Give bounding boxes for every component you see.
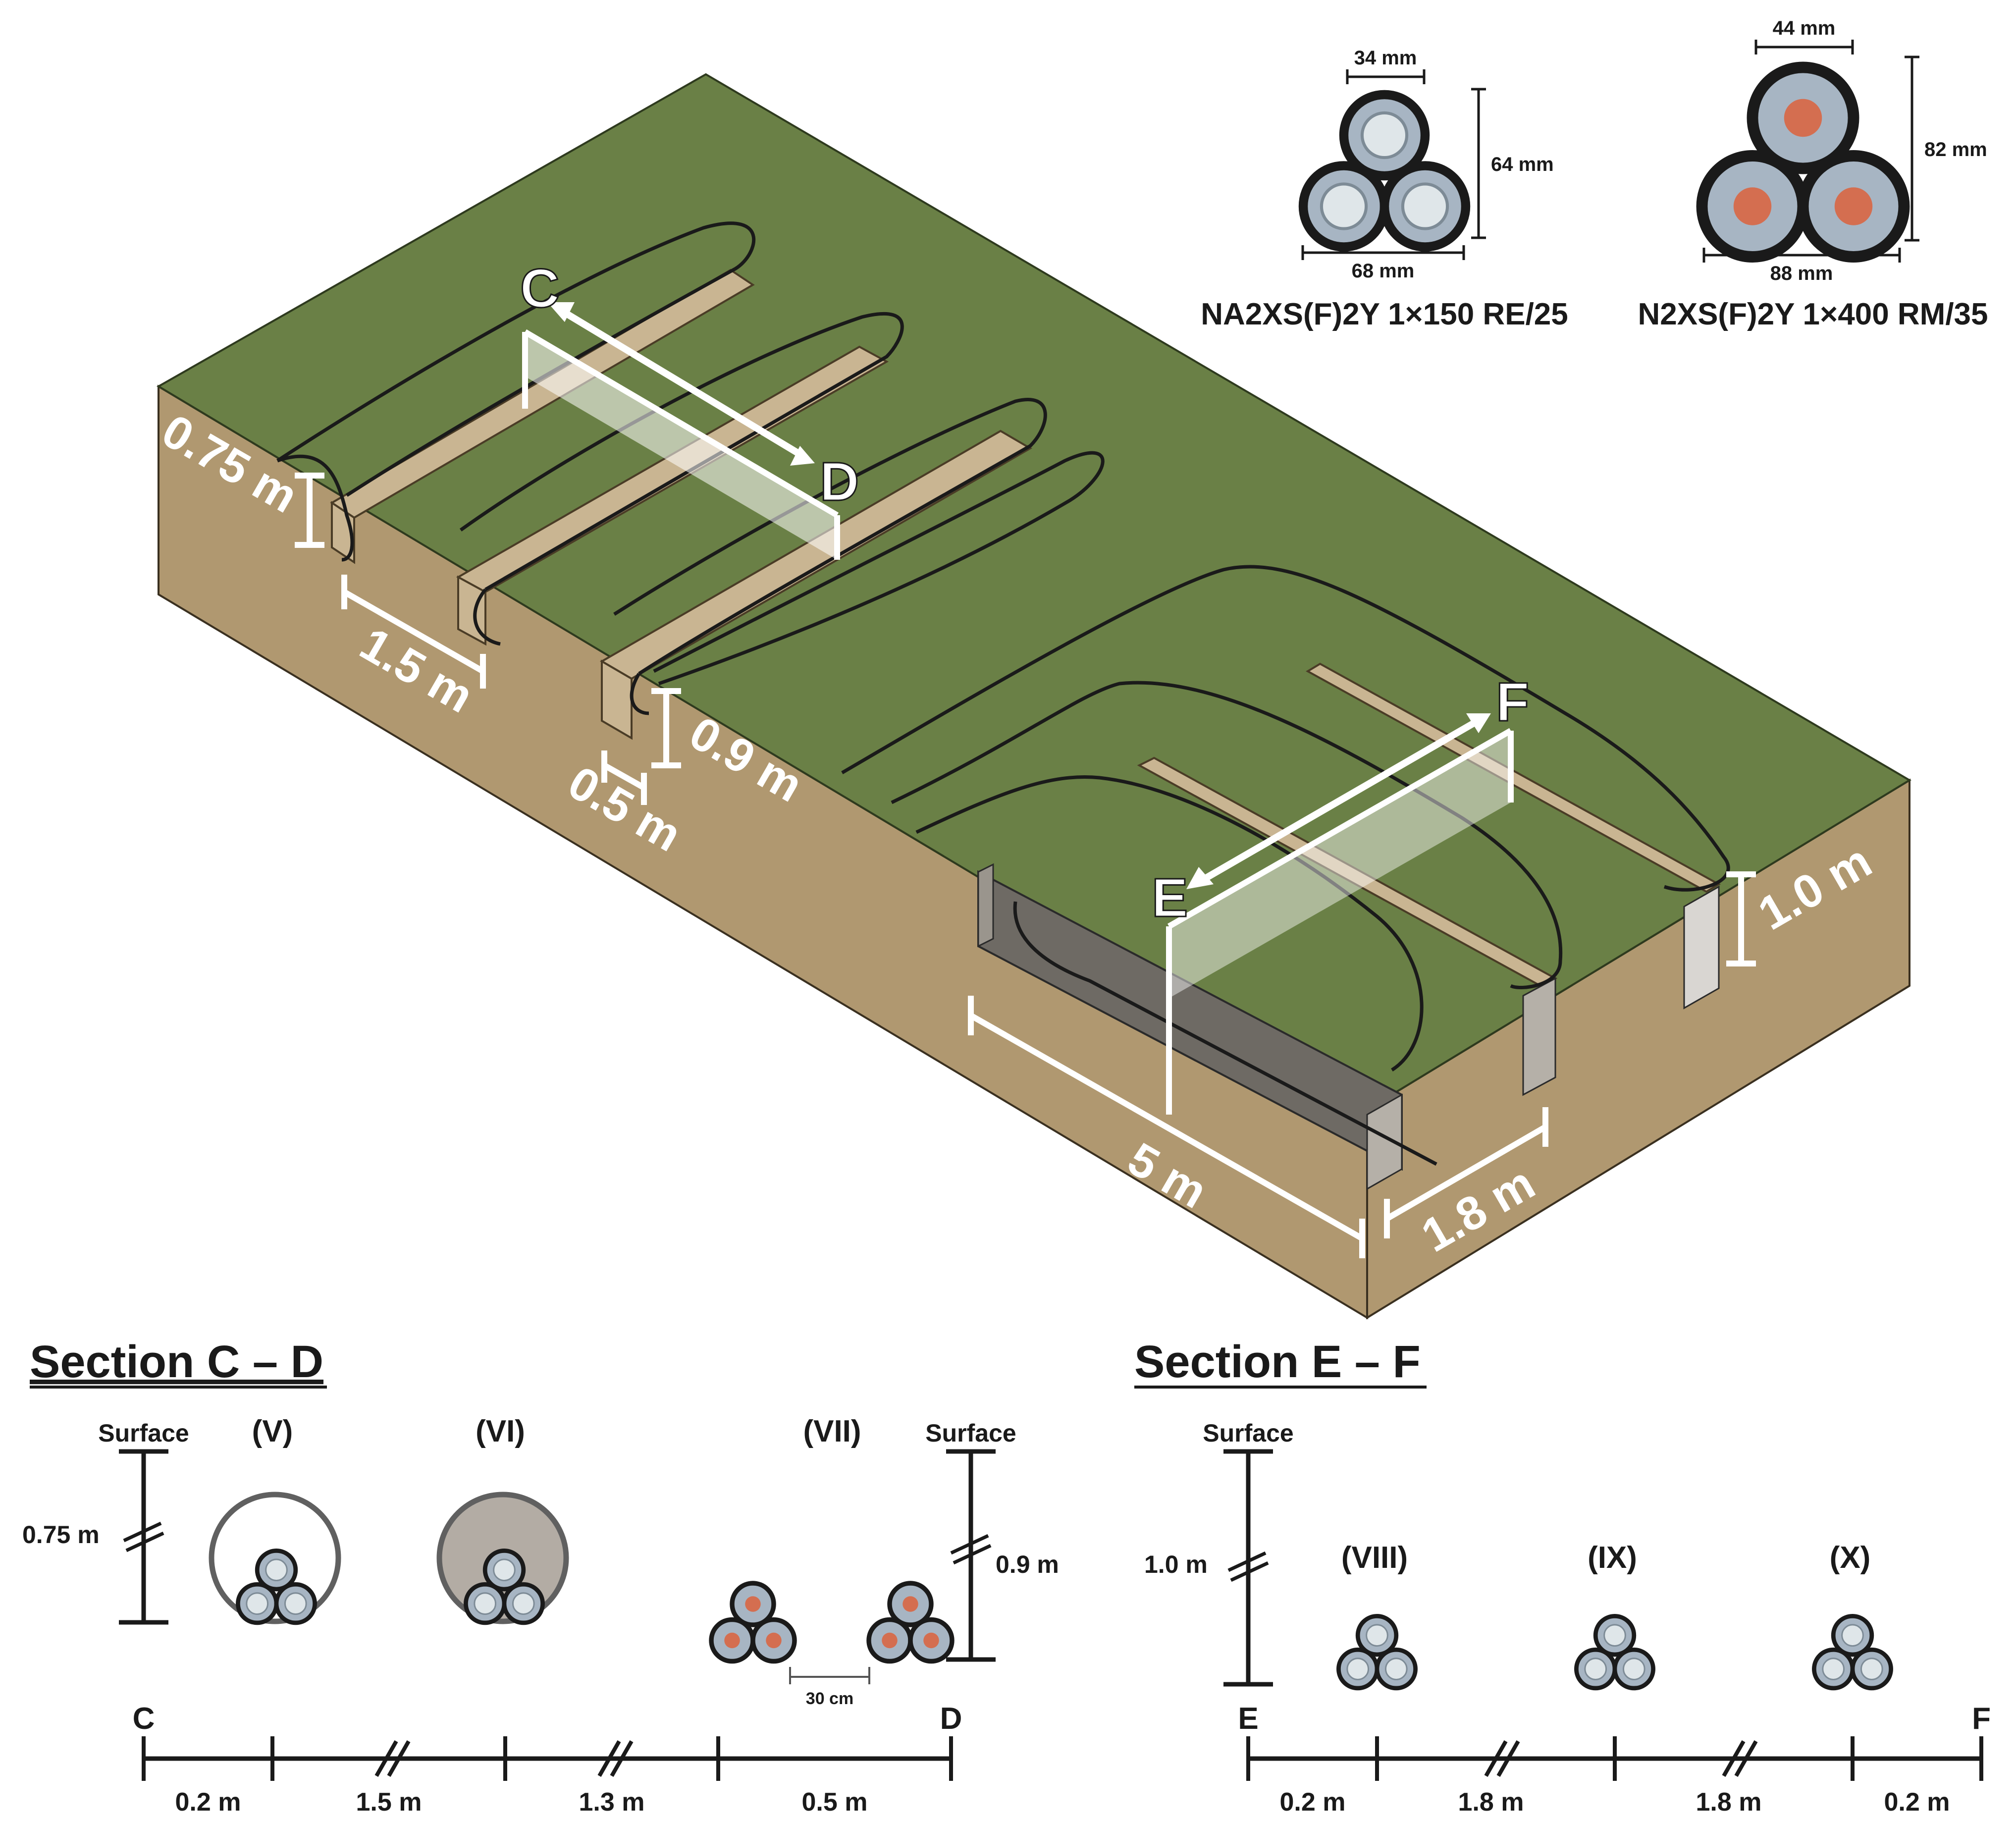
section-cd-depth-left-label: 0.75 m bbox=[22, 1521, 100, 1549]
section-plane-ef bbox=[1169, 731, 1511, 998]
label-c-block: C bbox=[520, 258, 559, 319]
case-vi-label: (VI) bbox=[476, 1414, 525, 1448]
break-mark bbox=[953, 1544, 992, 1565]
section-cd: Section C – D Surface 0.75 m (V) (VI) (V… bbox=[22, 1337, 1059, 1817]
section-ef-seg-2: 1.8 m bbox=[1458, 1788, 1524, 1817]
section-ef-title: Section E – F bbox=[1134, 1337, 1421, 1387]
section-arrow-cd bbox=[558, 307, 804, 459]
section-cd-seg-1: 0.2 m bbox=[175, 1788, 241, 1817]
trefoil-case-x-icon bbox=[1814, 1616, 1891, 1688]
spacing-label: 30 cm bbox=[806, 1689, 853, 1708]
break-mark bbox=[125, 1531, 164, 1553]
case-ix-label: (IX) bbox=[1588, 1541, 1637, 1575]
section-ef-seg-3: 1.8 m bbox=[1696, 1788, 1762, 1817]
cable-name-aluminium: NA2XS(F)2Y 1×150 RE/25 bbox=[1201, 297, 1568, 331]
trench-x-notch bbox=[1683, 885, 1720, 1010]
section-cd-surface-right: Surface bbox=[925, 1419, 1016, 1447]
cable-type-aluminium: 34 mm 64 mm 68 mm NA2XS(F)2Y 1×150 RE/25 bbox=[1201, 47, 1568, 331]
section-ef-start-label: E bbox=[1238, 1702, 1258, 1736]
trench-ix-notch bbox=[1522, 977, 1556, 1096]
section-arrow-ef bbox=[1202, 720, 1476, 883]
terrain-block: C D E F bbox=[154, 73, 1911, 1320]
section-ef-surface: Surface bbox=[1203, 1419, 1293, 1447]
dim-44mm-label: 44 mm bbox=[1773, 17, 1836, 39]
case-x-label: (X) bbox=[1830, 1541, 1871, 1575]
trefoil-case-ix-icon bbox=[1576, 1616, 1653, 1688]
break-mark bbox=[123, 1521, 162, 1543]
section-ef-ticks bbox=[1246, 1736, 1983, 1781]
dimension-lines bbox=[295, 473, 1756, 1258]
wide-trench-back-wall bbox=[977, 863, 994, 948]
section-cd-depth-right-label: 0.9 m bbox=[996, 1551, 1059, 1578]
section-arrow-ef-head-e bbox=[1186, 867, 1214, 889]
trench-3-notch bbox=[601, 659, 633, 740]
section-ef-end-label: F bbox=[1972, 1702, 1991, 1736]
section-arrow-cd-head-c bbox=[547, 302, 575, 322]
section-ef-depth-label: 1.0 m bbox=[1144, 1551, 1208, 1578]
section-cd-seg-2: 1.5 m bbox=[356, 1788, 422, 1817]
trefoil-case-vii-left-icon bbox=[711, 1583, 795, 1661]
section-cd-seg-3: 1.3 m bbox=[579, 1788, 645, 1817]
label-f-block: F bbox=[1496, 672, 1529, 733]
trefoil-case-viii-icon bbox=[1338, 1616, 1415, 1688]
trefoil-case-vii-right-icon bbox=[869, 1583, 952, 1661]
section-arrow-ef-head-f bbox=[1466, 713, 1491, 733]
case-v-label: (V) bbox=[252, 1414, 293, 1448]
section-arrow-cd-head-d bbox=[790, 446, 815, 466]
section-cd-surface-left: Surface bbox=[98, 1419, 189, 1447]
dim-64mm-label: 64 mm bbox=[1491, 154, 1554, 175]
dim-68mm-label: 68 mm bbox=[1352, 260, 1415, 282]
dim-82mm-label: 82 mm bbox=[1924, 139, 1987, 161]
break-mark bbox=[950, 1534, 989, 1555]
section-plane-cd-top-edge bbox=[523, 329, 839, 518]
cable-type-copper: 44 mm 82 mm 88 mm N2XS(F)2Y 1×400 RM/35 bbox=[1638, 17, 1988, 331]
section-ef-seg-4: 0.2 m bbox=[1884, 1788, 1950, 1817]
cable-name-copper: N2XS(F)2Y 1×400 RM/35 bbox=[1638, 297, 1988, 331]
case-viii-label: (VIII) bbox=[1341, 1541, 1408, 1575]
label-e-block: E bbox=[1152, 867, 1188, 928]
break-mark bbox=[1227, 1551, 1267, 1572]
section-cd-end-label: D bbox=[940, 1702, 962, 1736]
section-plane-ef-top-edge bbox=[1167, 728, 1512, 929]
dim-88mm-label: 88 mm bbox=[1770, 263, 1833, 284]
section-cd-title: Section C – D bbox=[30, 1337, 323, 1387]
section-ef-seg-1: 0.2 m bbox=[1280, 1788, 1346, 1817]
section-cd-start-label: C bbox=[133, 1702, 155, 1736]
section-plane-cd bbox=[525, 332, 837, 560]
dim-34mm-label: 34 mm bbox=[1354, 47, 1417, 69]
case-vii-label: (VII) bbox=[803, 1414, 861, 1448]
trefoil-copper-icon bbox=[1702, 67, 1904, 257]
section-cd-ticks bbox=[142, 1736, 953, 1781]
break-mark bbox=[1230, 1561, 1269, 1582]
section-cd-seg-4: 0.5 m bbox=[802, 1788, 868, 1817]
cable-loops bbox=[276, 221, 1730, 1166]
label-d-block: D bbox=[820, 451, 859, 512]
trefoil-aluminium-icon bbox=[1303, 95, 1466, 247]
section-ef: Section E – F Surface 1.0 m (VIII) (IX) … bbox=[1134, 1337, 1991, 1817]
